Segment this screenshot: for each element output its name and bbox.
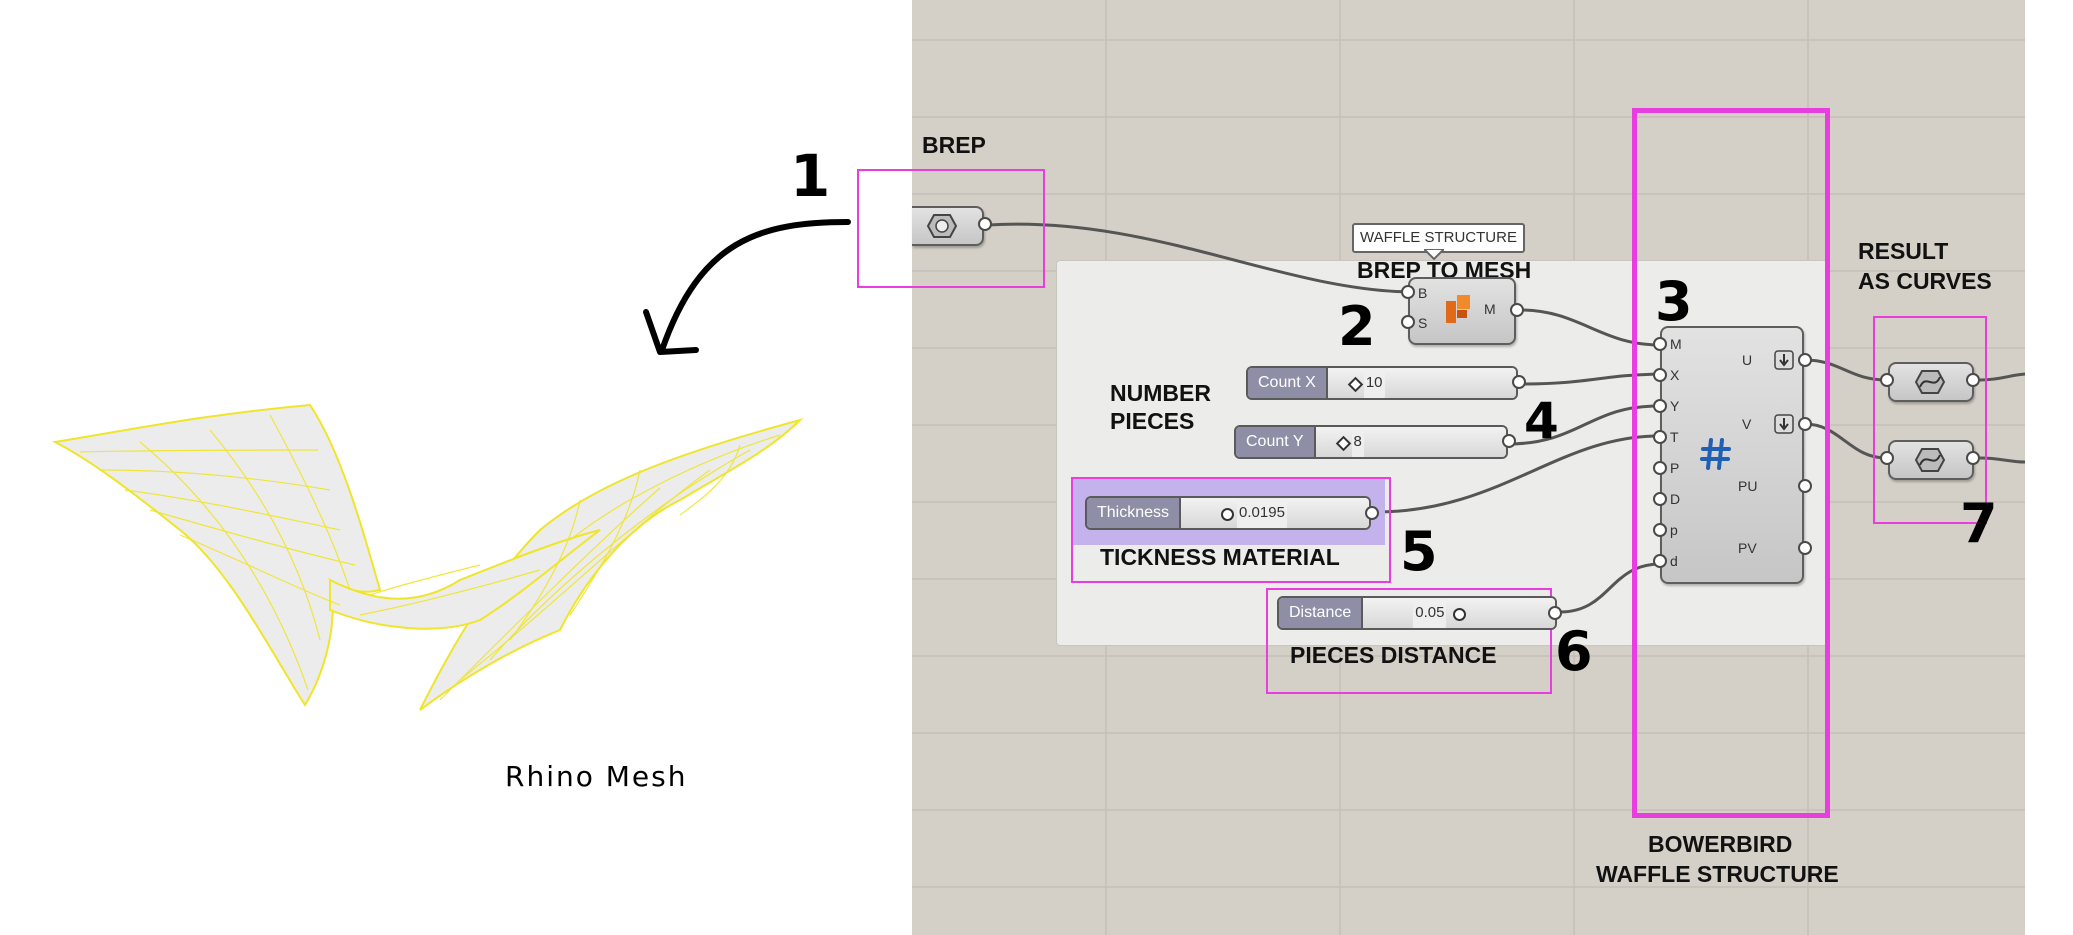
count-x-knob[interactable]	[1347, 376, 1364, 393]
rhino-mesh-caption: Rhino Mesh	[505, 760, 688, 793]
highlight-brep	[857, 169, 1045, 288]
input-label-d-lower: d	[1670, 553, 1678, 569]
waffle-input-grip-d-lower[interactable]	[1653, 554, 1667, 568]
highlight-result	[1873, 316, 1987, 524]
flatten-arrow-icon[interactable]	[1774, 350, 1794, 370]
m-output-grip[interactable]	[1510, 303, 1524, 317]
highlight-distance	[1266, 588, 1552, 694]
tooltip-pointer	[1424, 249, 1444, 261]
input-label-t: T	[1670, 429, 1679, 445]
waffle-input-grip-p-lower[interactable]	[1653, 523, 1667, 537]
curve-1-output-grip[interactable]	[1966, 373, 1980, 387]
input-label-b: B	[1418, 285, 1428, 301]
input-label-x: X	[1670, 367, 1680, 383]
count-x-name: Count X	[1248, 368, 1328, 398]
waffle-output-grip-v[interactable]	[1798, 417, 1812, 431]
highlight-thickness	[1071, 477, 1391, 583]
annotation-number-4: 4	[1524, 392, 1559, 450]
distance-output-grip[interactable]	[1548, 606, 1562, 620]
highlight-waffle	[1632, 108, 1830, 818]
s-input-grip[interactable]	[1401, 315, 1415, 329]
curve-2-output-grip[interactable]	[1966, 451, 1980, 465]
curve-param-icon	[1914, 370, 1946, 394]
output-label-v: V	[1742, 416, 1752, 432]
output-label-pv: PV	[1738, 540, 1757, 556]
annotation-number-7: 7	[1960, 492, 1998, 555]
brep-output-grip[interactable]	[978, 217, 992, 231]
label-number-pieces-1: NUMBER	[1110, 380, 1211, 406]
thickness-slider[interactable]: Thickness 0.0195	[1085, 496, 1371, 530]
curve-2-input-grip[interactable]	[1880, 451, 1894, 465]
distance-value: 0.05	[1413, 598, 1447, 628]
annotation-number-3: 3	[1655, 270, 1693, 333]
distance-name: Distance	[1279, 598, 1364, 628]
waffle-input-grip-x[interactable]	[1653, 368, 1667, 382]
label-result-2: AS CURVES	[1858, 268, 1992, 294]
count-y-value: 8	[1351, 427, 1364, 457]
thickness-value: 0.0195	[1237, 498, 1287, 528]
label-result-1: RESULT	[1858, 238, 1949, 264]
thickness-knob[interactable]	[1221, 508, 1235, 521]
mesh-component-icon	[1446, 295, 1470, 323]
rhino-mesh-illustration	[51, 403, 804, 711]
count-x-slider[interactable]: Count X 10	[1246, 366, 1518, 400]
hash-icon	[1700, 438, 1731, 470]
waffle-output-grip-pu[interactable]	[1798, 479, 1812, 493]
label-bowerbird-2: WAFFLE STRUCTURE	[1596, 861, 1839, 887]
curve-1-input-grip[interactable]	[1880, 373, 1894, 387]
waffle-output-grip-u[interactable]	[1798, 353, 1812, 367]
brep-param-node[interactable]	[912, 206, 984, 246]
input-label-d: D	[1670, 491, 1681, 507]
label-number-pieces-2: PIECES	[1110, 408, 1195, 434]
curve-param-node-1[interactable]	[1888, 362, 1974, 402]
annotation-arrow	[643, 219, 851, 355]
count-x-value: 10	[1363, 368, 1385, 398]
thickness-track[interactable]: 0.0195	[1181, 498, 1369, 528]
distance-slider[interactable]: Distance 0.05	[1277, 596, 1557, 630]
waffle-output-grip-pv[interactable]	[1798, 541, 1812, 555]
distance-knob[interactable]	[1453, 608, 1467, 621]
output-label-u: U	[1742, 352, 1753, 368]
curve-param-icon	[1914, 448, 1946, 472]
input-label-s: S	[1418, 315, 1428, 331]
distance-track[interactable]: 0.05	[1363, 598, 1555, 628]
brep-to-mesh-component[interactable]: B S M	[1408, 277, 1516, 345]
waffle-input-grip-m[interactable]	[1653, 337, 1667, 351]
flatten-arrow-icon[interactable]	[1774, 414, 1794, 434]
brep-param-icon	[926, 214, 958, 238]
count-y-knob[interactable]	[1335, 435, 1351, 452]
input-label-m: M	[1670, 336, 1682, 352]
input-label-p-lower: p	[1670, 522, 1678, 538]
canvas-edge	[2025, 0, 2073, 935]
waffle-input-grip-p[interactable]	[1653, 461, 1667, 475]
thickness-output-grip[interactable]	[1365, 506, 1379, 520]
waffle-input-grip-d[interactable]	[1653, 492, 1667, 506]
output-label-pu: PU	[1738, 478, 1758, 494]
annotation-number-1: 1	[790, 142, 831, 210]
waffle-input-grip-t[interactable]	[1653, 430, 1667, 444]
annotation-number-2: 2	[1338, 295, 1376, 358]
label-tickness-material: TICKNESS MATERIAL	[1100, 544, 1340, 570]
count-x-track[interactable]: 10	[1327, 368, 1516, 398]
count-y-name: Count Y	[1236, 427, 1316, 457]
label-pieces-distance: PIECES DISTANCE	[1290, 642, 1497, 668]
count-y-output-grip[interactable]	[1502, 434, 1516, 448]
label-brep: BREP	[922, 132, 986, 158]
thickness-name: Thickness	[1087, 498, 1182, 528]
curve-param-node-2[interactable]	[1888, 440, 1974, 480]
annotation-number-6: 6	[1555, 620, 1593, 683]
waffle-input-grip-y[interactable]	[1653, 399, 1667, 413]
input-label-p: P	[1670, 460, 1680, 476]
annotation-number-5: 5	[1400, 520, 1438, 583]
output-label-m: M	[1484, 301, 1496, 317]
label-bowerbird-1: BOWERBIRD	[1648, 831, 1793, 857]
count-y-slider[interactable]: Count Y 8	[1234, 425, 1508, 459]
count-x-output-grip[interactable]	[1512, 375, 1526, 389]
b-input-grip[interactable]	[1401, 285, 1415, 299]
count-y-track[interactable]: 8	[1315, 427, 1506, 457]
input-label-y: Y	[1670, 398, 1680, 414]
waffle-structure-component[interactable]: M X Y T P D p d U V PU PV	[1660, 326, 1804, 584]
